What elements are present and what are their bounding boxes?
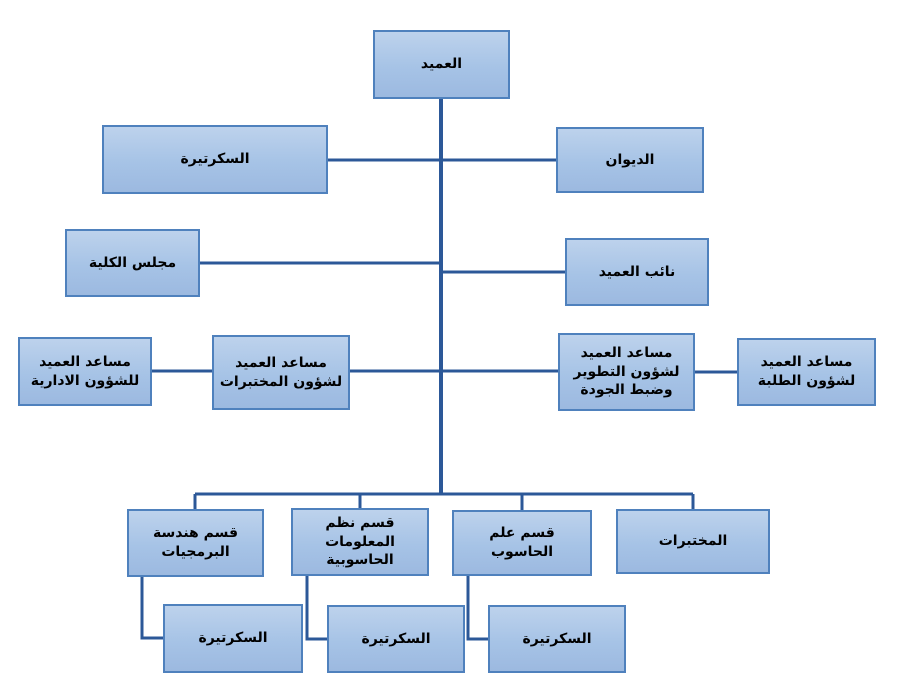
- org-node-vice-dean-label: نائب العميد: [598, 263, 676, 280]
- org-node-dept-computer-information-systems: قسم نظم المعلومات الحاسوبية: [291, 508, 429, 576]
- org-node-assistant-development-quality-label: مساعد العميد لشؤون التطوير وضبط الجودة: [573, 344, 680, 399]
- org-node-dept-computer-science-label: قسم علم الحاسوب: [489, 525, 555, 560]
- org-node-assistant-lab-affairs: مساعد العميد لشؤون المختبرات: [212, 335, 350, 410]
- org-node-assistant-lab-affairs-label: مساعد العميد لشؤون المختبرات: [219, 354, 343, 390]
- org-node-dean: العميد: [373, 30, 510, 99]
- elbow-secretary-se: [140, 577, 163, 640]
- org-node-laboratories-label: المختبرات: [658, 533, 728, 550]
- org-node-secretary-main: السكرتيرة: [102, 125, 328, 194]
- org-node-secretary-software-engineering-label: السكرتيرة: [198, 630, 268, 647]
- org-node-vice-dean: نائب العميد: [565, 238, 709, 306]
- org-node-secretary-computer-information-systems-label: السكرتيرة: [361, 630, 431, 647]
- org-node-assistant-student-affairs: مساعد العميد لشؤون الطلبة: [737, 338, 876, 406]
- org-node-dept-software-engineering: قسم هندسة البرمجيات: [127, 509, 264, 577]
- org-node-college-council-label: مجلس الكلية: [88, 254, 177, 271]
- elbow-secretary-cis: [305, 576, 327, 641]
- org-node-diwan-label: الديوان: [605, 151, 655, 168]
- org-node-assistant-admin-affairs: مساعد العميد للشؤون الادارية: [18, 337, 152, 406]
- org-node-secretary-computer-science-label: السكرتيرة: [522, 630, 592, 647]
- org-node-secretary-main-label: السكرتيرة: [180, 151, 250, 168]
- org-node-college-council: مجلس الكلية: [65, 229, 200, 297]
- org-node-secretary-software-engineering: السكرتيرة: [163, 604, 303, 673]
- org-node-dept-software-engineering-label: قسم هندسة البرمجيات: [152, 525, 239, 560]
- org-node-dean-label: العميد: [420, 56, 463, 73]
- org-node-secretary-computer-science: السكرتيرة: [488, 605, 626, 673]
- elbow-secretary-cs: [466, 576, 488, 641]
- org-node-assistant-admin-affairs-label: مساعد العميد للشؤون الادارية: [30, 353, 140, 389]
- org-node-assistant-student-affairs-label: مساعد العميد لشؤون الطلبة: [757, 354, 856, 389]
- org-node-dept-computer-information-systems-label: قسم نظم المعلومات الحاسوبية: [325, 514, 395, 569]
- org-node-assistant-development-quality: مساعد العميد لشؤون التطوير وضبط الجودة: [558, 333, 695, 411]
- org-node-secretary-computer-information-systems: السكرتيرة: [327, 605, 465, 673]
- org-node-dept-computer-science: قسم علم الحاسوب: [452, 510, 592, 576]
- org-node-diwan: الديوان: [556, 127, 704, 193]
- org-node-laboratories: المختبرات: [616, 509, 770, 574]
